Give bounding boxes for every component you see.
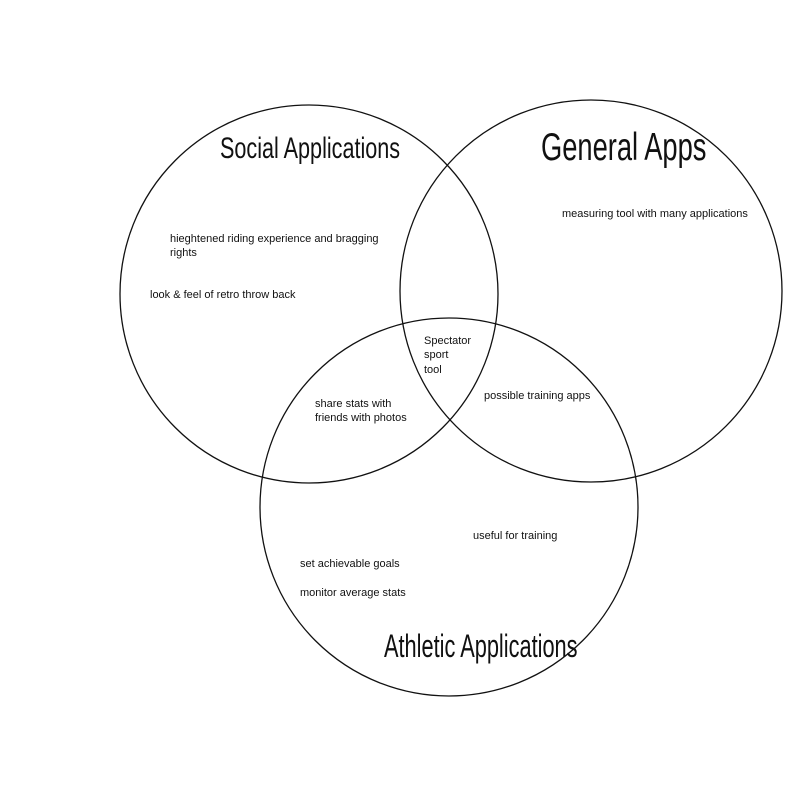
athletic-item: useful for training	[473, 530, 558, 542]
social-circle	[119, 104, 499, 484]
general-athletic-item: possible training apps	[484, 390, 591, 402]
general-circle	[399, 99, 783, 483]
social-item: rights	[170, 247, 197, 259]
social-athletic-item: share stats with	[315, 398, 392, 410]
athletic-circle	[259, 317, 639, 697]
social-title: Social Applications	[220, 132, 401, 165]
center-item: Spectator	[424, 335, 472, 347]
athletic-item: set achievable goals	[300, 558, 400, 570]
athletic-title: Athletic Applications	[384, 628, 578, 664]
social-item: hieghtened riding experience and braggin…	[170, 233, 379, 245]
center-item: sport	[424, 349, 449, 361]
general-title: General Apps	[541, 126, 707, 169]
general-item: measuring tool with many applications	[562, 208, 748, 220]
athletic-item: monitor average stats	[300, 587, 406, 599]
social-athletic-item: friends with photos	[315, 412, 407, 424]
center-item: tool	[424, 364, 442, 376]
social-item: look & feel of retro throw back	[150, 289, 296, 301]
